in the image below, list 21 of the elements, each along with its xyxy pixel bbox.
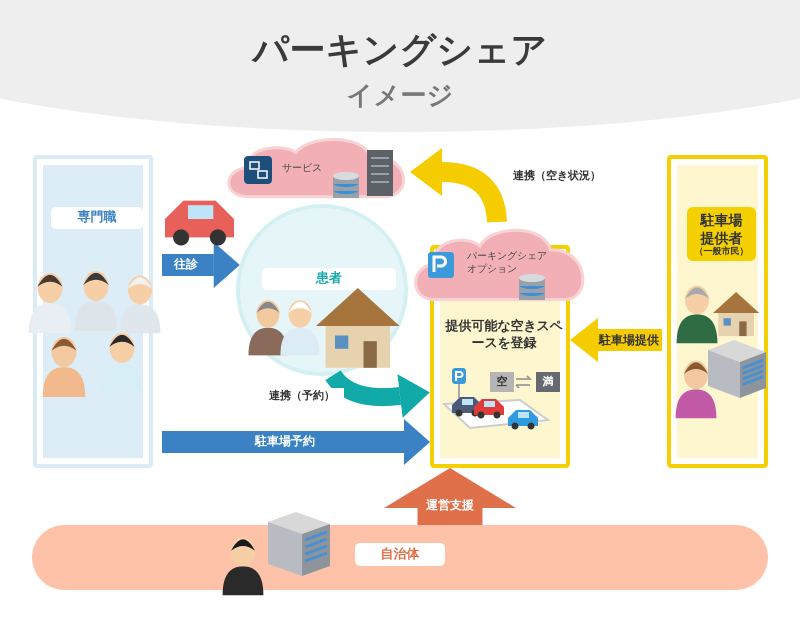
cloud-text: サービス xyxy=(282,162,323,175)
cloud-text: パーキングシェアオプション xyxy=(467,250,548,276)
panel-text: 提供可能な空きスペースを登録 xyxy=(444,319,564,353)
arrow xyxy=(570,318,662,362)
subtitle: イメージ xyxy=(346,80,454,113)
edge-label: 駐車場提供 xyxy=(598,332,660,349)
heading-label: 自治体 xyxy=(355,543,445,566)
title: パーキングシェア xyxy=(250,29,548,73)
arrow xyxy=(162,242,240,288)
status-tile: 空 xyxy=(490,372,514,392)
arrow xyxy=(326,370,430,418)
edge-label: 駐車場予約 xyxy=(254,433,316,450)
arrow xyxy=(384,468,516,525)
arrow xyxy=(162,419,430,465)
heading-label: 専門職 xyxy=(51,207,143,229)
status-tile: 満 xyxy=(536,372,560,392)
note-text: （一般市民） xyxy=(694,247,750,259)
edge-label: 運営支援 xyxy=(425,497,475,514)
heading-label: 患者 xyxy=(262,268,396,290)
edge-label: 往診 xyxy=(172,256,199,273)
heading-label: 駐車場提供者 xyxy=(699,212,744,248)
